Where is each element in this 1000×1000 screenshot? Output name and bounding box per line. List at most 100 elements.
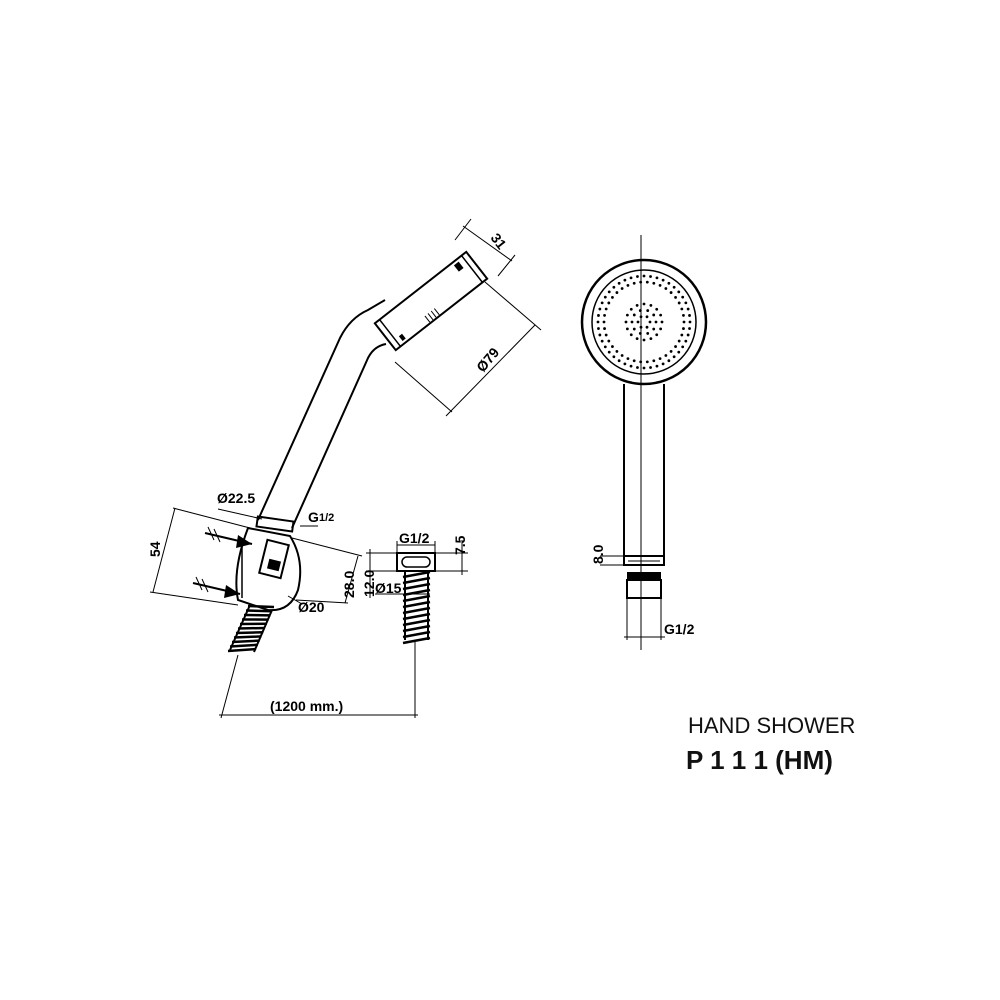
- hose-coil: [402, 630, 431, 639]
- dim-bracket-depth-label: 28.0: [341, 571, 357, 598]
- nozzle-dot: [655, 333, 659, 337]
- nozzle-dot: [655, 276, 659, 280]
- dim-handle-thread: G 1/2: [300, 509, 334, 527]
- nozzle-dot: [680, 333, 684, 337]
- nozzle-dot: [617, 359, 621, 363]
- nozzle-dot: [682, 327, 685, 330]
- nozzle-dot: [603, 327, 606, 330]
- nozzle-dot: [596, 320, 600, 324]
- nozzle-dot: [624, 320, 628, 324]
- nozzle-dot: [648, 320, 652, 324]
- dim-head-depth: 31: [454, 218, 516, 277]
- nozzle-dot: [667, 281, 671, 285]
- dim-handle-diameter: Ø22.5: [217, 490, 295, 533]
- nozzle-dot: [620, 287, 624, 290]
- nozzle-dot: [636, 275, 639, 278]
- nozzle-dot: [642, 366, 646, 370]
- hose-coil: [237, 626, 266, 630]
- hose-coil: [402, 588, 431, 597]
- nozzle-dot: [688, 314, 691, 317]
- nozzle-dot: [652, 327, 656, 331]
- nozzle-dot: [672, 355, 676, 359]
- hose-left: [227, 604, 275, 653]
- hose-right-coils: [402, 570, 431, 645]
- nozzle-dot: [623, 362, 627, 366]
- nozzle-dot: [677, 290, 681, 294]
- title-block: HAND SHOWER P 1 1 1 (HM): [686, 713, 855, 775]
- dim-bracket-hole: Ø20: [287, 595, 325, 615]
- dim-bracket-depth: 28.0: [291, 537, 363, 604]
- front-thread-band: [627, 572, 661, 580]
- hose-coil: [235, 630, 264, 635]
- nozzle-dot: [645, 315, 649, 319]
- front-nozzle-dots: [596, 274, 692, 370]
- nozzle-dot: [632, 281, 636, 285]
- nozzle-dot: [635, 303, 639, 307]
- nozzle-dot: [600, 339, 604, 343]
- title-model-number: P 1 1 1 (HM): [686, 745, 833, 775]
- nozzle-dot: [604, 333, 608, 337]
- nozzle-dot: [661, 278, 665, 282]
- hose-nut: G1/2 7.5 12.0 Ø15: [361, 530, 468, 598]
- hose-coil: [402, 612, 431, 621]
- nozzle-dot: [688, 327, 691, 330]
- nozzle-dot: [636, 366, 639, 369]
- nozzle-dot: [688, 320, 692, 324]
- dim-head-depth-label: 31: [488, 230, 510, 252]
- nozzle-dot: [615, 291, 619, 294]
- nozzle-dot: [686, 307, 690, 311]
- nozzle-dot: [597, 314, 600, 317]
- nozzle-dot: [626, 357, 630, 361]
- dim-bracket-hole-label: Ø20: [298, 599, 325, 615]
- nozzle-dot: [645, 280, 649, 284]
- nozzle-dot: [636, 320, 640, 324]
- nozzle-dot: [658, 283, 662, 287]
- title-product-type: HAND SHOWER: [688, 713, 855, 738]
- nozzle-dot: [603, 314, 606, 317]
- nozzle-dot: [659, 327, 663, 331]
- nozzle-dot: [607, 339, 611, 343]
- nozzle-dot: [642, 338, 646, 342]
- nozzle-dot: [638, 309, 642, 312]
- nozzle-dot: [639, 280, 643, 284]
- nozzle-dot: [686, 333, 690, 337]
- nozzle-dot: [625, 313, 629, 317]
- nozzle-dot: [664, 354, 668, 357]
- nozzle-dot: [639, 325, 643, 329]
- nozzle-dot: [629, 276, 633, 280]
- nozzle-dot: [611, 296, 614, 299]
- front-thread-connector: [626, 579, 662, 599]
- handle-outline-right: [291, 343, 387, 529]
- nozzle-dot: [629, 307, 633, 311]
- nozzle-dot: [682, 314, 685, 317]
- nozzle-dot: [597, 327, 600, 330]
- nozzle-dot: [603, 295, 607, 299]
- nozzle-dot: [629, 364, 633, 368]
- shower-head-side: [373, 250, 489, 352]
- nozzle-dot: [669, 350, 673, 353]
- hose-right: [402, 570, 431, 645]
- nozzle-dot: [684, 301, 688, 305]
- nozzle-dot: [655, 364, 659, 368]
- handle-collar: [255, 515, 295, 533]
- bracket-body: [235, 526, 302, 612]
- wall-bracket: [192, 526, 302, 612]
- hose-coil: [402, 624, 431, 633]
- nozzle-dot: [602, 320, 606, 324]
- hose-coil: [229, 643, 258, 648]
- dim-nut-thread-label: G1/2: [399, 530, 430, 546]
- nozzle-dot: [611, 345, 614, 348]
- nozzle-dot: [607, 350, 611, 354]
- screw-upper-icon: [204, 526, 253, 548]
- nozzle-dot: [632, 313, 636, 317]
- nozzle-dot: [638, 332, 642, 335]
- nozzle-dot: [639, 360, 643, 364]
- hose-left-coils: [227, 604, 275, 653]
- front-ring: [623, 555, 665, 566]
- nozzle-dot: [658, 357, 662, 361]
- hose-coil: [402, 606, 431, 615]
- nozzle-dot: [684, 339, 688, 343]
- hose-coil: [231, 639, 260, 644]
- nozzle-dot: [654, 320, 658, 324]
- nozzle-dot: [677, 301, 681, 305]
